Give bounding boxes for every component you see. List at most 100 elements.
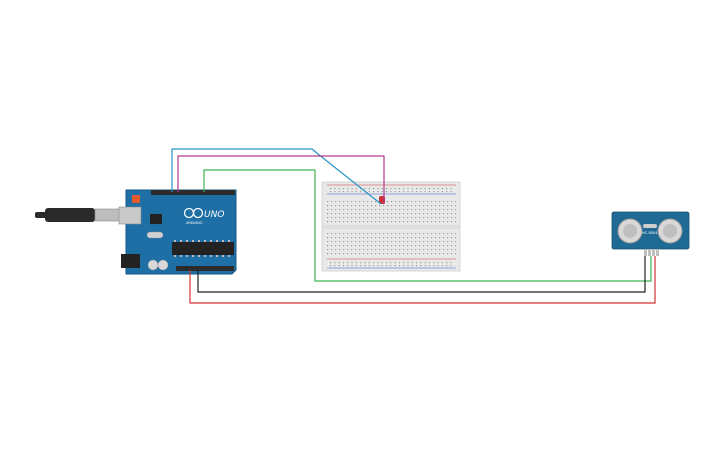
- breadboard-hole: [371, 245, 373, 247]
- breadboard-hole: [375, 237, 377, 239]
- breadboard-hole: [394, 265, 396, 267]
- crystal: [146, 231, 164, 239]
- breadboard-hole: [420, 191, 422, 193]
- breadboard-hole: [443, 201, 445, 203]
- breadboard-hole: [407, 245, 409, 247]
- breadboard-hole: [403, 201, 405, 203]
- breadboard-hole: [367, 253, 369, 255]
- breadboard-hole: [403, 237, 405, 239]
- breadboard-hole: [455, 205, 457, 207]
- digital-header-top: [151, 190, 235, 195]
- breadboard-hole: [330, 262, 332, 264]
- breadboard-hole: [343, 237, 345, 239]
- breadboard-hole: [371, 217, 373, 219]
- breadboard-hole: [327, 221, 329, 223]
- breadboard-hole: [373, 265, 375, 267]
- breadboard-hole: [375, 201, 377, 203]
- breadboard-hole: [359, 205, 361, 207]
- breadboard-hole: [447, 253, 449, 255]
- breadboard-hole: [423, 237, 425, 239]
- breadboard-hole: [399, 253, 401, 255]
- breadboard-hole: [399, 237, 401, 239]
- breadboard-hole: [403, 241, 405, 243]
- breadboard-hole: [391, 209, 393, 211]
- breadboard-hole: [424, 188, 426, 190]
- breadboard-hole: [363, 205, 365, 207]
- wire-magenta[interactable]: [177, 155, 385, 204]
- breadboard-hole: [385, 262, 388, 264]
- breadboard-hole: [427, 249, 429, 251]
- breadboard-hole: [427, 237, 429, 239]
- breadboard-hole: [375, 205, 377, 207]
- breadboard-hole: [338, 191, 340, 193]
- breadboard-hole: [359, 217, 361, 219]
- breadboard-hole: [450, 262, 452, 264]
- breadboard-hole: [455, 249, 457, 251]
- breadboard-hole: [391, 213, 393, 215]
- breadboard-hole: [394, 191, 396, 193]
- breadboard-hole: [424, 262, 426, 264]
- breadboard-hole: [383, 253, 385, 255]
- breadboard-hole: [375, 221, 377, 223]
- breadboard-hole: [423, 233, 425, 235]
- breadboard-hole: [439, 237, 441, 239]
- breadboard-hole: [437, 188, 439, 190]
- breadboard-hole: [335, 237, 337, 239]
- reset-button[interactable]: [132, 195, 140, 203]
- breadboard-hole: [383, 217, 385, 219]
- breadboard-hole: [447, 205, 449, 207]
- breadboard-hole: [338, 188, 340, 190]
- breadboard-hole: [359, 233, 361, 235]
- breadboard-hole: [395, 213, 397, 215]
- breadboard-hole: [455, 241, 457, 243]
- breadboard-hole: [395, 217, 397, 219]
- breadboard-hole: [435, 233, 437, 235]
- breadboard-hole: [338, 265, 340, 267]
- breadboard-hole: [355, 253, 357, 255]
- wire-black[interactable]: [197, 256, 646, 293]
- breadboard-hole: [441, 191, 443, 193]
- wire-red[interactable]: [189, 256, 656, 304]
- breadboard-hole: [334, 265, 336, 267]
- breadboard-hole: [451, 221, 453, 223]
- breadboard-hole: [375, 217, 377, 219]
- breadboard-hole: [451, 249, 453, 251]
- breadboard-hole: [359, 209, 361, 211]
- breadboard-hole: [435, 217, 437, 219]
- breadboard-hole: [439, 253, 441, 255]
- breadboard-hole: [439, 249, 441, 251]
- breadboard-hole: [411, 213, 413, 215]
- breadboard-hole: [415, 249, 417, 251]
- capacitor-1: [147, 259, 159, 271]
- breadboard-hole: [368, 262, 370, 264]
- breadboard-hole: [327, 201, 329, 203]
- breadboard-hole: [339, 221, 341, 223]
- breadboard-hole: [343, 205, 345, 207]
- wire-green[interactable]: [203, 169, 652, 282]
- breadboard-hole: [423, 205, 425, 207]
- breadboard-hole: [391, 217, 393, 219]
- breadboard-hole: [415, 233, 417, 235]
- breadboard-hole: [403, 249, 405, 251]
- breadboard-hole: [355, 191, 357, 193]
- breadboard-hole: [383, 221, 385, 223]
- breadboard-hole: [391, 245, 393, 247]
- arduino-uno-board[interactable]: UNO ARDUINO: [118, 189, 237, 275]
- breadboard-hole: [455, 221, 457, 223]
- arduino-pcb: [125, 189, 237, 275]
- breadboard-hole: [398, 191, 400, 193]
- ultrasonic-sensor[interactable]: HC-SR04: [611, 211, 690, 256]
- wire-blue[interactable]: [171, 148, 382, 205]
- breadboard-hole: [451, 233, 453, 235]
- breadboard-hole: [431, 221, 433, 223]
- breadboard-hole: [335, 205, 337, 207]
- breadboard-hole: [364, 262, 366, 264]
- breadboard-hole: [407, 191, 409, 193]
- breadboard-hole: [411, 201, 413, 203]
- breadboard-hole: [371, 241, 373, 243]
- breadboard[interactable]: [321, 181, 461, 272]
- breadboard-hole: [424, 265, 426, 267]
- breadboard-hole: [428, 191, 431, 193]
- breadboard-hole: [331, 213, 333, 215]
- breadboard-hole: [327, 205, 329, 207]
